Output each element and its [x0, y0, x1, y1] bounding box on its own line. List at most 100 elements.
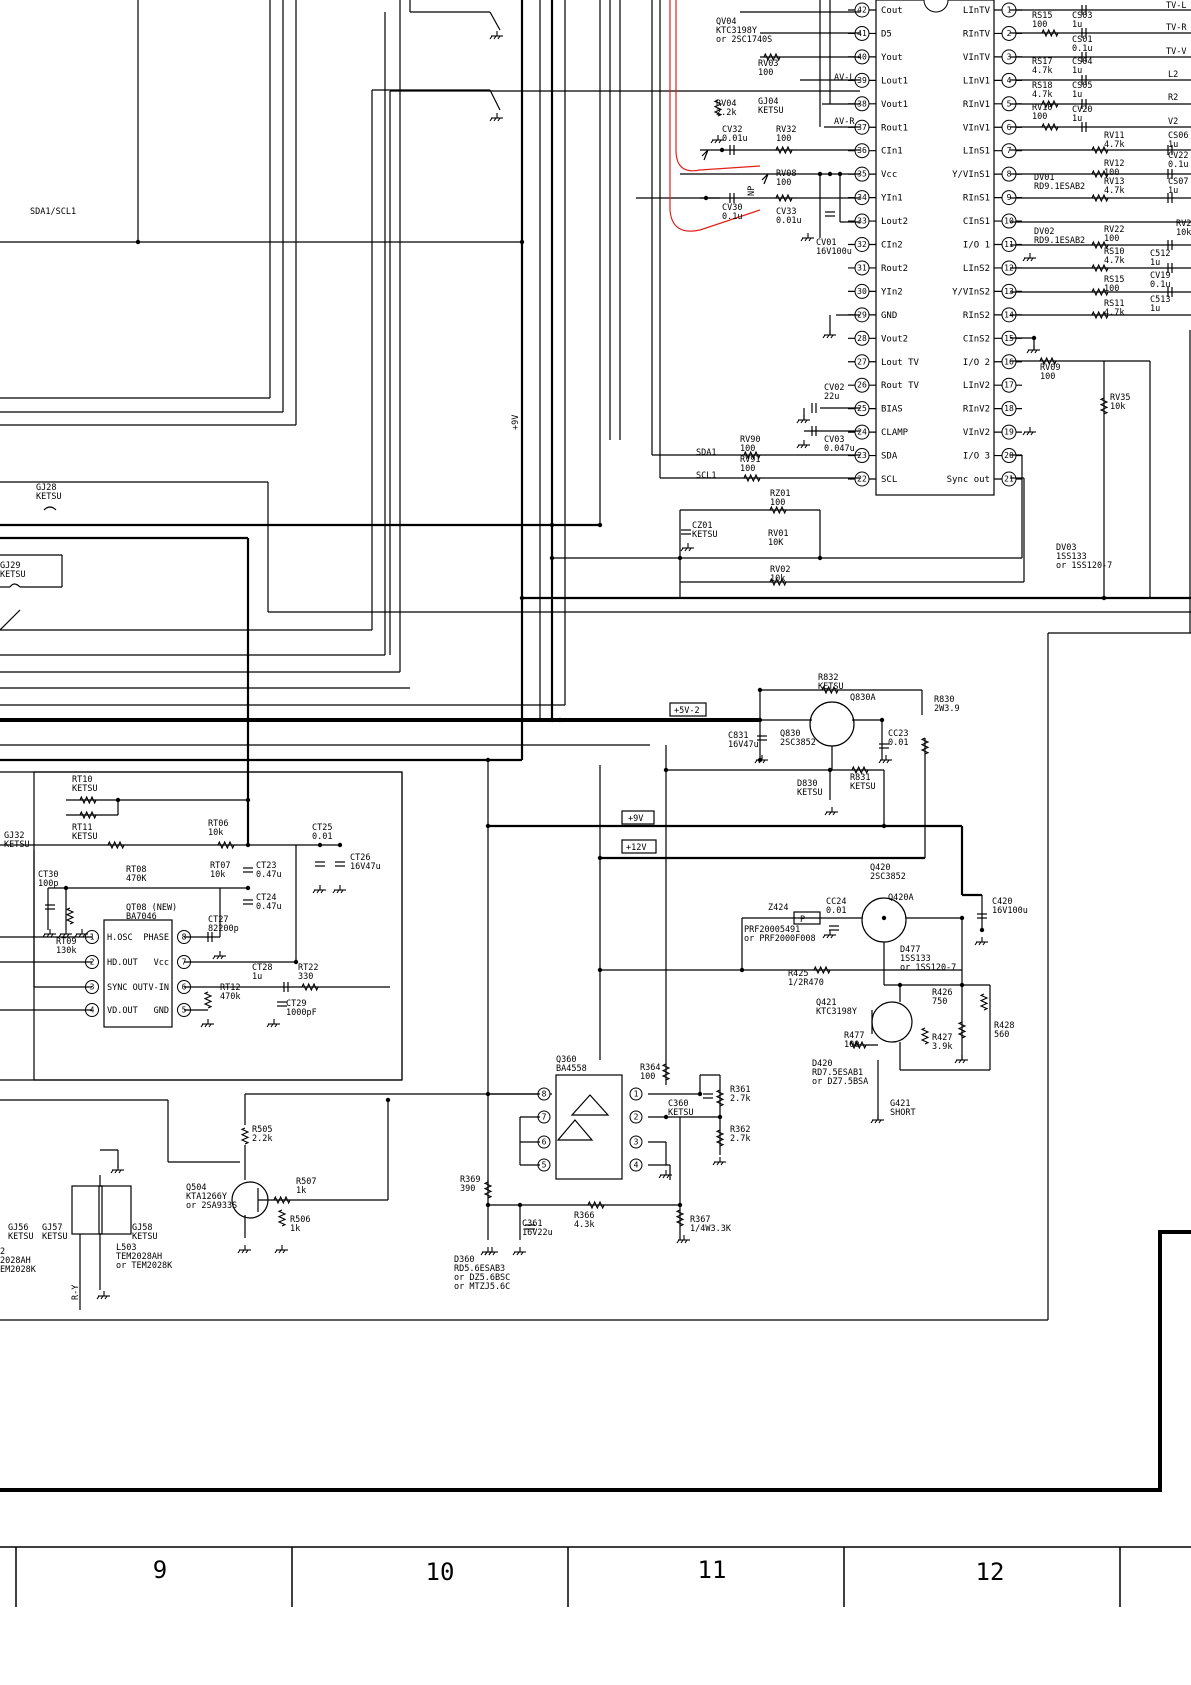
pin-num-10: 10 [1004, 217, 1014, 226]
junction-20 [597, 855, 603, 861]
ground-symbol [74, 929, 88, 938]
bt-pin-num-3: 3 [90, 983, 95, 992]
label-r426-l2: 750 [932, 997, 947, 1007]
net-labels: SDA1/SCL1 +9V SDA1 SCL1 AV-L AV-R NP R-Y [30, 73, 855, 1300]
label-r507-l1: R507 [296, 1177, 316, 1187]
pin-label-7: LInS1 [963, 147, 990, 157]
label-r506-l1: R506 [290, 1215, 310, 1225]
capacitor-symbol [277, 1001, 287, 1007]
junction-47 [837, 171, 843, 177]
label-ct24-l1: CT24 [256, 893, 276, 903]
pin-num-4: 4 [1007, 76, 1012, 85]
junction-dots [63, 147, 1107, 1208]
ground-symbol [796, 440, 810, 449]
ground-symbol [800, 233, 814, 242]
resistor-h [587, 1200, 605, 1210]
junction-21 [881, 823, 887, 829]
capacitor-symbol [243, 899, 253, 905]
label-r369-l1: R369 [460, 1175, 480, 1185]
label-q421-l2: KTC3198Y [816, 1007, 857, 1017]
bt-pin-label-4: VD.OUT [107, 1006, 138, 1016]
capacitor-symbol [1167, 263, 1173, 273]
label-dv03-l2: 1SS133 [1056, 552, 1087, 562]
junction-30 [663, 1114, 669, 1120]
ground-symbol [332, 885, 346, 894]
pin-num-40: 40 [857, 52, 867, 61]
label-rs17-l1: RS17 [1032, 57, 1052, 67]
junction-0 [135, 239, 141, 245]
net-np: NP [747, 186, 757, 196]
label-rt11-l2: KETSU [72, 832, 98, 842]
pin-num-7: 7 [1007, 146, 1012, 155]
label-rt22-l1: RT22 [298, 963, 318, 973]
ground-symbol [822, 330, 836, 339]
capacitor-symbol [1081, 122, 1087, 132]
capacitor-symbol [525, 1224, 535, 1230]
ground-symbol [1026, 345, 1040, 354]
l503-transformer [71, 1185, 103, 1235]
label-rv12-l1: RV12 [1104, 159, 1124, 169]
edge-tv-l: TV-L [1166, 1, 1186, 11]
label-rt11-l1: RT11 [72, 823, 92, 833]
label-ct25-l2: 0.01 [312, 832, 332, 842]
label-cv19-l1: CV19 [1150, 271, 1170, 281]
label-rv13-l1: RV13 [1104, 177, 1124, 187]
label-cs01-l2: 0.1u [1072, 44, 1092, 54]
pin-circle-30 [854, 283, 870, 299]
junction-19 [485, 823, 491, 829]
bt-pin-num-1: 1 [90, 933, 95, 942]
label-r366-l2: 4.3k [574, 1220, 594, 1230]
label-r362-l2: 2.7k [730, 1134, 750, 1144]
label-z424-l1: Z424 [768, 903, 788, 913]
label-q504-l1: Q504 [186, 1183, 206, 1193]
label-r369-l2: 390 [460, 1184, 475, 1194]
right-edge-labels: TV-L TV-R TV-V L2 R2 V2 [1166, 1, 1187, 127]
pin-circle-18 [1001, 401, 1017, 417]
junction-33 [485, 1202, 491, 1208]
capacitor-symbol [1167, 287, 1173, 297]
label-c512-l2: 1u [1150, 258, 1160, 268]
label-cs03-l1: CS03 [1072, 11, 1092, 21]
pin-num-34: 34 [857, 193, 867, 202]
label-gj58-l1: GJ58 [132, 1223, 152, 1233]
label-rt07-l2: 10k [210, 870, 225, 880]
capacitor-symbol [829, 925, 839, 931]
junction-50 [1031, 335, 1037, 341]
pin-num-11: 11 [1004, 240, 1014, 249]
label-cv19-l2: 0.1u [1150, 280, 1170, 290]
label-r507-l2: 1k [296, 1186, 306, 1196]
pin-label-15: CInS2 [963, 334, 990, 344]
edge-v2: V2 [1168, 117, 1178, 127]
label-gj32-l1: GJ32 [4, 831, 24, 841]
junction-45 [827, 171, 833, 177]
ground-symbol [212, 951, 226, 960]
junction-41 [293, 959, 299, 965]
junction-10 [879, 717, 885, 723]
label-g421-l2: SHORT [890, 1108, 916, 1118]
capacitor-symbol [757, 735, 767, 741]
pin-label-27: Lout TV [881, 358, 920, 368]
resistor-v [240, 1127, 250, 1145]
